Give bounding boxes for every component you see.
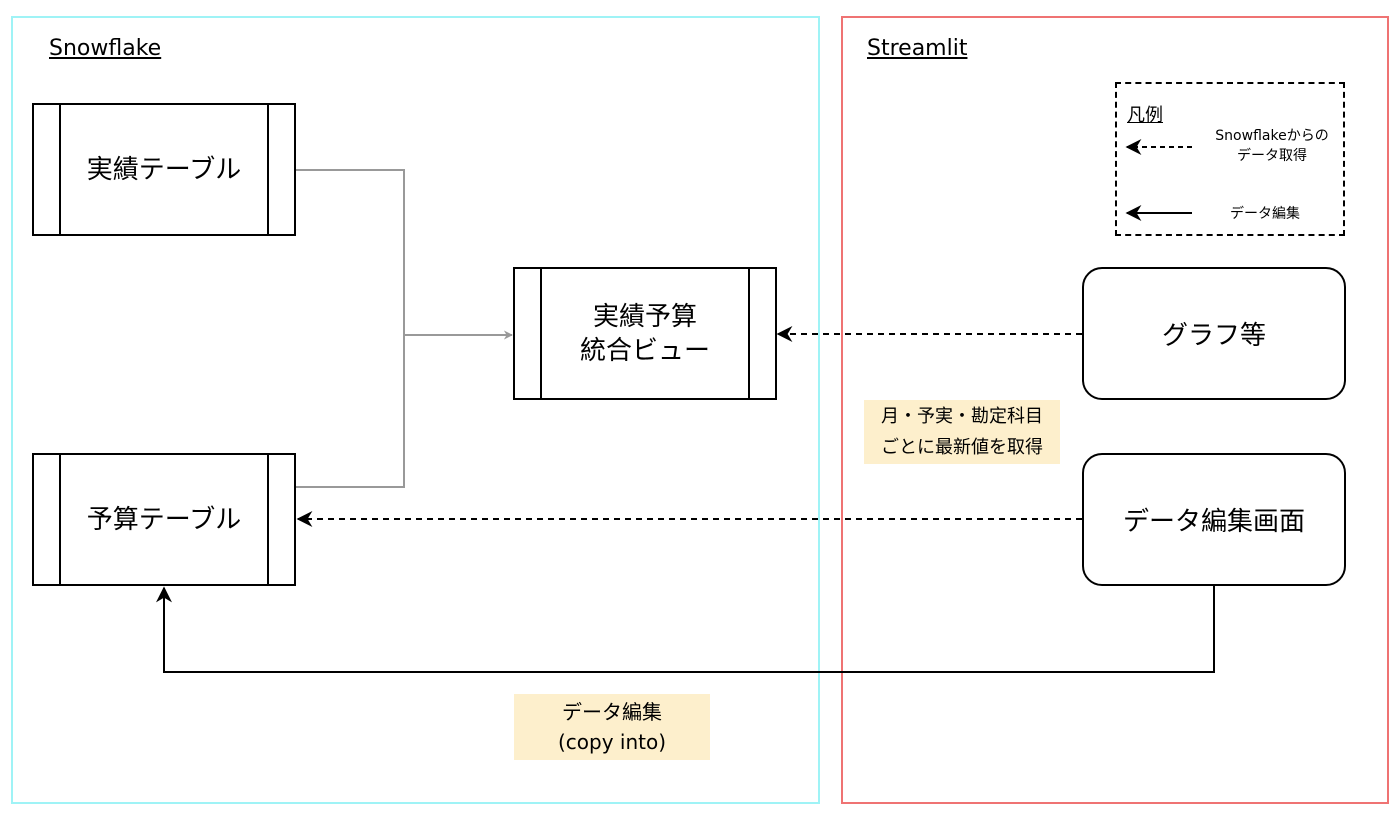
edit-write-arrow xyxy=(156,585,1215,673)
budget-table-label: 予算テーブル xyxy=(86,504,242,535)
legend-edit-label: データ編集 xyxy=(1230,206,1300,222)
streamlit-region xyxy=(841,16,1389,804)
copy-into-note-line2: (copy into) xyxy=(557,730,667,754)
graph-label: グラフ等 xyxy=(1161,321,1266,351)
latest-value-note-line1: 月・予実・勘定科目 xyxy=(881,406,1043,427)
legend-fetch-line1: Snowflakeからの xyxy=(1215,128,1329,144)
actual-table-node: 実績テーブル xyxy=(32,103,296,236)
legend-fetch-label: Snowflakeからの データ取得 xyxy=(1197,126,1347,166)
copy-into-note: データ編集 (copy into) xyxy=(514,694,710,760)
combined-view-label-line1: 実績予算 xyxy=(592,301,697,332)
legend-box: 凡例 Snowflakeからの データ取得 データ編集 xyxy=(1115,82,1345,236)
latest-value-note-line2: ごとに最新値を取得 xyxy=(881,437,1043,458)
snowflake-region xyxy=(11,16,820,804)
actual-to-view-connector xyxy=(296,169,405,335)
latest-value-note: 月・予実・勘定科目 ごとに最新値を取得 xyxy=(864,400,1060,464)
legend-fetch-line2: データ取得 xyxy=(1237,148,1307,164)
edit-screen-label: データ編集画面 xyxy=(1122,507,1305,537)
streamlit-title: Streamlit xyxy=(867,36,968,61)
combined-view-node: 実績予算 統合ビュー xyxy=(513,267,777,400)
budget-table-node: 予算テーブル xyxy=(32,453,296,586)
budget-to-view-connector xyxy=(296,335,405,488)
legend-title: 凡例 xyxy=(1127,105,1163,126)
edit-screen-node: データ編集画面 xyxy=(1082,453,1346,586)
copy-into-note-line1: データ編集 xyxy=(562,700,662,724)
snowflake-title: Snowflake xyxy=(49,36,162,61)
combined-view-label-line2: 統合ビュー xyxy=(579,335,710,366)
graph-node: グラフ等 xyxy=(1082,267,1346,400)
actual-table-label: 実績テーブル xyxy=(86,154,242,185)
